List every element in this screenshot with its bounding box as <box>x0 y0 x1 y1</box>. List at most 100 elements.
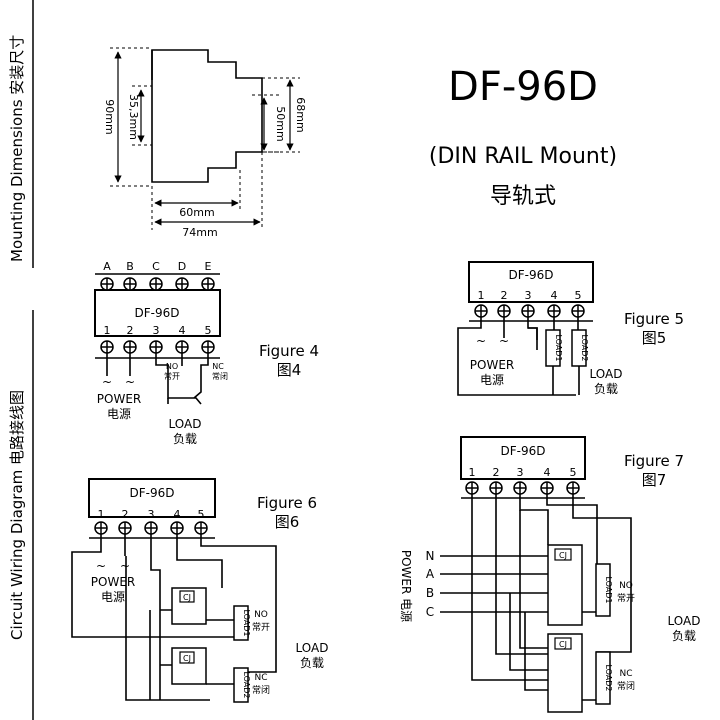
fig7-power-side-label: POWER 电源 <box>399 550 413 622</box>
fig4-term-b: B <box>126 260 134 273</box>
fig4-term-4: 4 <box>179 324 186 337</box>
fig6-term-3: 3 <box>148 508 155 521</box>
fig5-power-label: POWER <box>470 358 514 372</box>
fig6-load-cn: 负载 <box>300 656 324 670</box>
fig4-term-c: C <box>152 260 160 273</box>
fig5-load2-label: LOAD2 <box>580 334 589 361</box>
dim-68mm: 68mm <box>294 97 307 132</box>
mounting-side-label: Mounting Dimensions 安装尺寸 <box>8 35 26 262</box>
fig7-caption: Figure 7 <box>624 452 684 470</box>
mount-type-cn: 导轨式 <box>490 184 556 209</box>
dim-74mm: 74mm <box>182 226 217 239</box>
fig4-caption: Figure 4 <box>259 342 319 360</box>
fig7-device-label: DF-96D <box>501 444 546 458</box>
fig6-power-label: POWER <box>91 575 135 589</box>
fig7-term-5: 5 <box>570 466 577 479</box>
wiring-side-label: Circuit Wiring Diagram 电路接线图 <box>8 390 26 640</box>
fig4-term-a: A <box>103 260 111 273</box>
fig7-nc-label: NC <box>619 669 632 679</box>
fig6-no-cn: 常开 <box>252 621 270 633</box>
fig5-term-2: 2 <box>501 289 508 302</box>
fig5-load-label: LOAD <box>590 367 623 381</box>
fig6-caption-cn: 图6 <box>275 513 300 531</box>
fig7-caption-cn: 图7 <box>642 471 667 489</box>
fig7-load-label: LOAD <box>668 614 701 628</box>
fig5-load1-label: LOAD1 <box>554 334 563 361</box>
fig7-no-label: NO <box>619 581 633 591</box>
dim-35mm: 35,3mm <box>127 94 140 140</box>
fig4-power-label: POWER <box>97 392 141 406</box>
fig7-cj2-label: CJ <box>559 640 567 649</box>
dim-60mm: 60mm <box>179 206 214 219</box>
fig4-device-label: DF-96D <box>135 306 180 320</box>
fig7-term-4: 4 <box>544 466 551 479</box>
fig7-phase-c: C <box>426 605 434 619</box>
figure-5-diagram <box>457 261 594 396</box>
fig5-tilde-1: ~ <box>476 334 486 348</box>
fig6-term-4: 4 <box>174 508 181 521</box>
fig7-term-1: 1 <box>469 466 476 479</box>
fig6-load2-label: LOAD2 <box>242 671 251 698</box>
fig5-term-1: 1 <box>478 289 485 302</box>
fig6-no-label: NO <box>254 610 268 620</box>
fig6-load1-label: LOAD1 <box>242 609 251 636</box>
fig7-no-cn: 常开 <box>617 592 635 604</box>
figure-6-diagram <box>71 478 277 703</box>
fig4-term-3: 3 <box>153 324 160 337</box>
fig7-term-2: 2 <box>493 466 500 479</box>
mounting-dimension-drawing <box>110 47 300 230</box>
fig7-load-cn: 负载 <box>672 629 696 643</box>
fig4-nc-cn: 常闭 <box>212 372 228 381</box>
fig7-cj1-label: CJ <box>559 551 567 560</box>
fig6-cj2-label: CJ <box>183 654 191 663</box>
fig6-nc-cn: 常闭 <box>252 684 270 696</box>
fig6-term-2: 2 <box>122 508 129 521</box>
fig5-term-4: 4 <box>551 289 558 302</box>
fig4-load-label: LOAD <box>169 417 202 431</box>
fig4-no-cn: 常开 <box>164 372 180 381</box>
fig4-term-e: E <box>205 260 212 273</box>
figure-4-diagram <box>94 273 221 405</box>
fig6-nc-label: NC <box>254 673 267 683</box>
fig5-term-3: 3 <box>525 289 532 302</box>
fig6-load-label: LOAD <box>296 641 329 655</box>
fig4-no-label: NO <box>166 362 178 371</box>
fig5-term-5: 5 <box>575 289 582 302</box>
figure-7-diagram <box>440 436 632 713</box>
fig6-tilde-2: ~ <box>120 559 130 573</box>
fig5-load-cn: 负载 <box>594 382 618 396</box>
fig6-caption: Figure 6 <box>257 494 317 512</box>
mount-type: (DIN RAIL Mount) <box>429 144 617 169</box>
fig6-device-label: DF-96D <box>130 486 175 500</box>
fig4-term-2: 2 <box>127 324 134 337</box>
fig5-power-cn: 电源 <box>480 373 504 387</box>
fig4-caption-cn: 图4 <box>277 361 302 379</box>
fig6-cj1-label: CJ <box>183 593 191 602</box>
fig7-nc-cn: 常闭 <box>617 680 635 692</box>
fig7-load2-label: LOAD2 <box>604 664 613 691</box>
fig6-power-cn: 电源 <box>101 590 125 604</box>
fig4-tilde-1: ~ <box>102 375 112 389</box>
fig7-phase-a: A <box>426 567 435 581</box>
fig4-term-1: 1 <box>104 324 111 337</box>
fig6-tilde-1: ~ <box>96 559 106 573</box>
fig7-phase-b: B <box>426 586 434 600</box>
model-title: DF-96D <box>448 64 598 110</box>
fig4-term-d: D <box>178 260 186 273</box>
fig7-term-3: 3 <box>517 466 524 479</box>
fig4-load-cn: 负载 <box>173 432 197 446</box>
fig4-nc-label: NC <box>212 362 224 371</box>
dim-90mm: 90mm <box>103 99 116 134</box>
dim-50mm: 50mm <box>274 106 287 141</box>
fig7-phase-n: N <box>426 549 435 563</box>
fig5-tilde-2: ~ <box>499 334 509 348</box>
fig5-caption-cn: 图5 <box>642 329 667 347</box>
fig7-load1-label: LOAD1 <box>604 576 613 603</box>
fig4-term-5: 5 <box>205 324 212 337</box>
fig6-term-5: 5 <box>198 508 205 521</box>
fig5-device-label: DF-96D <box>509 268 554 282</box>
fig5-caption: Figure 5 <box>624 310 684 328</box>
fig4-power-cn: 电源 <box>107 407 131 421</box>
fig4-tilde-2: ~ <box>125 375 135 389</box>
